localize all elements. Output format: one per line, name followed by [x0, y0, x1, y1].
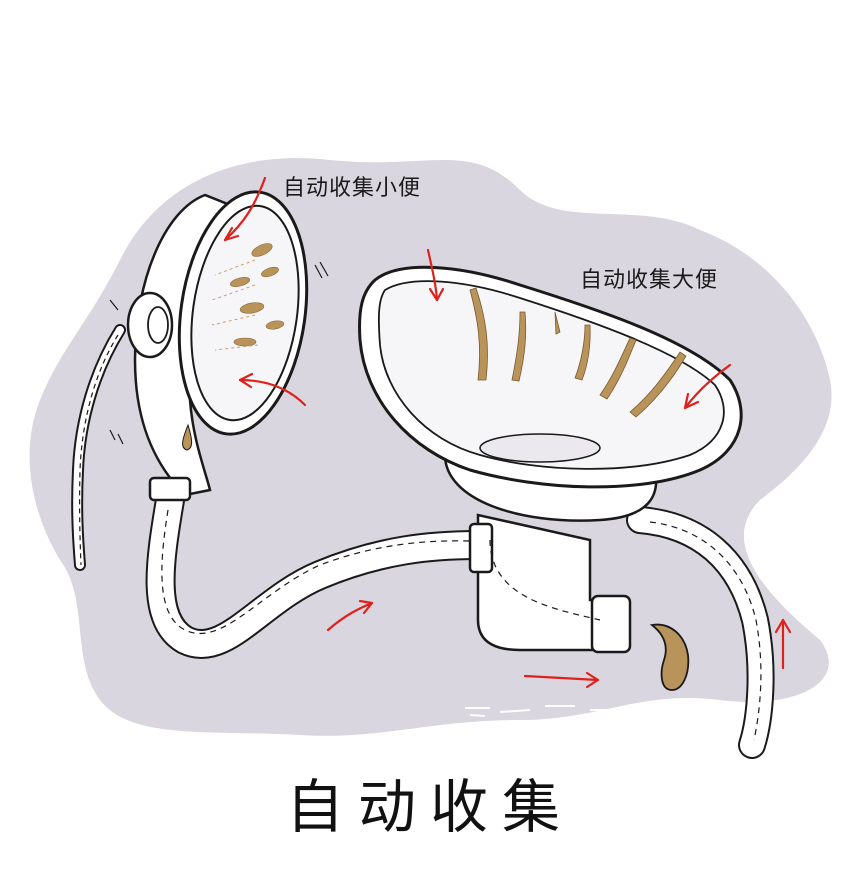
urine-cup-icon	[126, 190, 309, 502]
flow-arrow-icon	[223, 176, 792, 689]
waste-drop	[649, 623, 690, 691]
feces-collection-label: 自动收集大便	[580, 268, 719, 293]
main-caption: 自动收集	[285, 773, 574, 841]
bedpan-icon	[358, 265, 743, 654]
urine-collection-label: 自动收集小便	[283, 176, 422, 201]
